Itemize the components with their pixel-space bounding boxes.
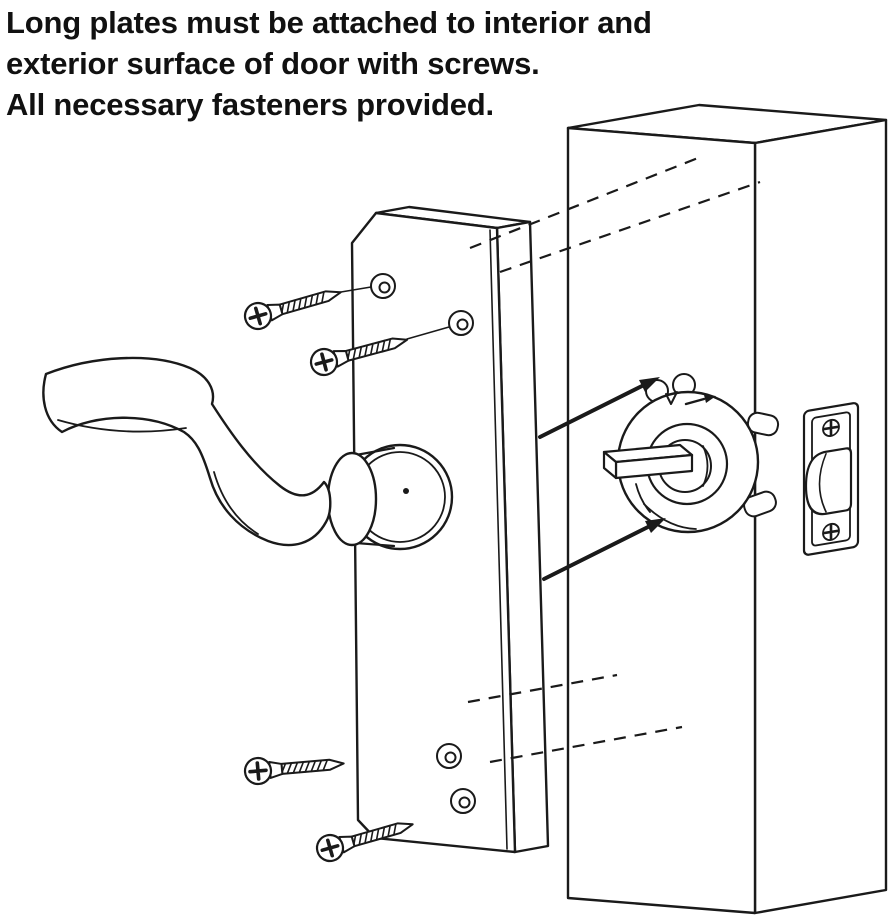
screw-leader-line-2: [406, 326, 450, 340]
installation-arrow-lower: [542, 518, 666, 581]
instruction-text: Long plates must be attached to interior…: [6, 2, 652, 126]
lock-tab-right-upper: [746, 411, 780, 437]
projection-line-bottom-2: [489, 725, 683, 764]
lever-neck-crease: [213, 471, 259, 535]
projection-lines: [467, 156, 761, 764]
handle-hub-bottom-line: [354, 541, 396, 548]
lever-grip-highlight: [57, 419, 187, 433]
orientation-arrow-icon: [684, 395, 716, 406]
plate-screw-hole-top-1: [370, 273, 396, 299]
mounting-screw-top-1: [240, 277, 347, 334]
plate-bevel-line: [489, 229, 508, 850]
plate-screw-hole-bottom-1: [436, 743, 462, 769]
mounting-screw-bottom-1: [242, 748, 347, 787]
instruction-line-1: Long plates must be attached to interior…: [6, 5, 652, 40]
latch-bolt: [804, 447, 853, 516]
lock-hub-side-arc: [702, 445, 709, 487]
spindle: [602, 443, 694, 480]
lock-chassis-notch: [665, 391, 678, 405]
lever-grip: [42, 356, 332, 547]
latch-bolt-bevel-line: [818, 452, 827, 513]
set-screw-dot: [403, 488, 409, 494]
lock-body: [602, 373, 780, 534]
projection-line-bottom-1: [467, 673, 618, 704]
instruction-line-3: All necessary fasteners provided.: [6, 87, 494, 123]
projection-line-top-2: [499, 180, 761, 274]
latch-screw-bottom: [822, 522, 840, 541]
lever-handle: [42, 356, 454, 551]
spindle-end-face: [602, 450, 618, 480]
lock-detail-arc-2: [635, 483, 651, 513]
plate-screw-hole-bottom-2: [450, 788, 476, 814]
mounting-screws: [240, 277, 450, 866]
installation-arrow-upper: [538, 377, 660, 439]
installation-arrows: [538, 377, 666, 581]
plate-screw-hole-top-2: [448, 310, 474, 336]
instruction-line-2: exterior surface of door with screws.: [6, 46, 540, 82]
screw-leader-line-1: [340, 286, 372, 293]
handle-hub-face: [326, 451, 378, 547]
handle-hub-top-line: [354, 446, 396, 457]
latch-screw-top: [822, 418, 840, 437]
lock-tab-right-lower: [743, 490, 777, 518]
lock-detail-arc-1: [643, 503, 697, 530]
latch-assembly: [802, 402, 860, 556]
